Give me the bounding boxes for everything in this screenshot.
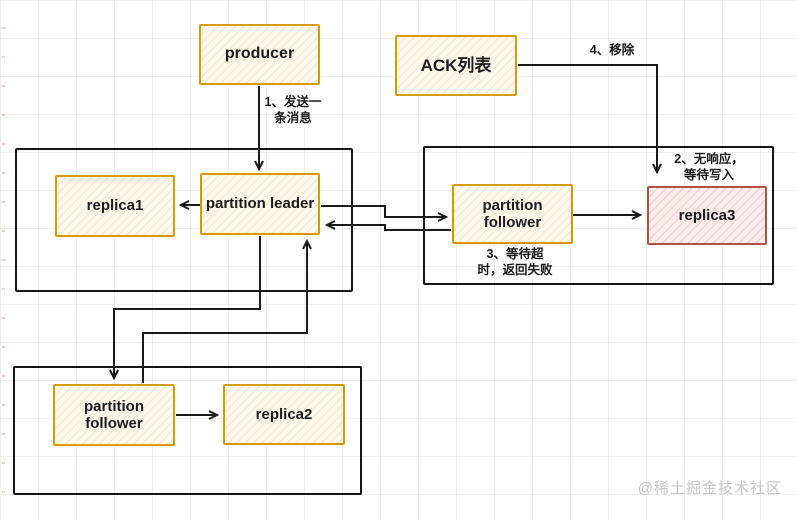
node-partition-follower-bottom: partition follower: [53, 384, 175, 446]
annotation-step4-remove: 4、移除: [589, 43, 635, 57]
arrow-bottom-follower-to-leader: [142, 241, 307, 383]
node-producer: producer: [199, 24, 320, 85]
node-partition-follower-right: partition follower: [452, 184, 573, 244]
container-follower2-group: [13, 366, 362, 495]
grid-edge-ticks: [2, 0, 5, 520]
node-ack-list: ACK列表: [395, 35, 517, 96]
annotation-step1-send-message: 1、发送一 条消息: [264, 95, 322, 126]
node-replica3: replica3: [647, 186, 767, 245]
node-replica2: replica2: [223, 384, 345, 445]
node-producer-label: producer: [224, 45, 295, 63]
arrow-leader-to-follower: [321, 205, 446, 217]
watermark: @稀土掘金技术社区: [637, 480, 782, 497]
node-partition-follower-bottom-label: partition follower: [84, 397, 144, 432]
node-partition-leader-label: partition leader: [205, 195, 315, 213]
arrow-follower-to-leader: [327, 225, 451, 231]
node-replica2-label: replica2: [255, 405, 313, 423]
arrow-ack-to-replica3: [518, 64, 657, 172]
node-partition-follower-right-label: partition follower: [482, 196, 543, 231]
node-replica1-label: replica1: [86, 197, 144, 215]
container-leader-group: [15, 148, 353, 292]
node-replica1: replica1: [55, 175, 175, 237]
node-partition-leader: partition leader: [200, 173, 320, 235]
annotation-step2-no-response: 2、无响应， 等待写入: [674, 152, 744, 183]
arrow-leader-to-bottom-follower: [114, 236, 261, 378]
annotation-step3-timeout-fail: 3、等待超 时，返回失败: [477, 247, 553, 278]
node-ack-list-label: ACK列表: [420, 55, 492, 75]
node-replica3-label: replica3: [678, 206, 736, 224]
container-follower3-group: [423, 146, 774, 285]
